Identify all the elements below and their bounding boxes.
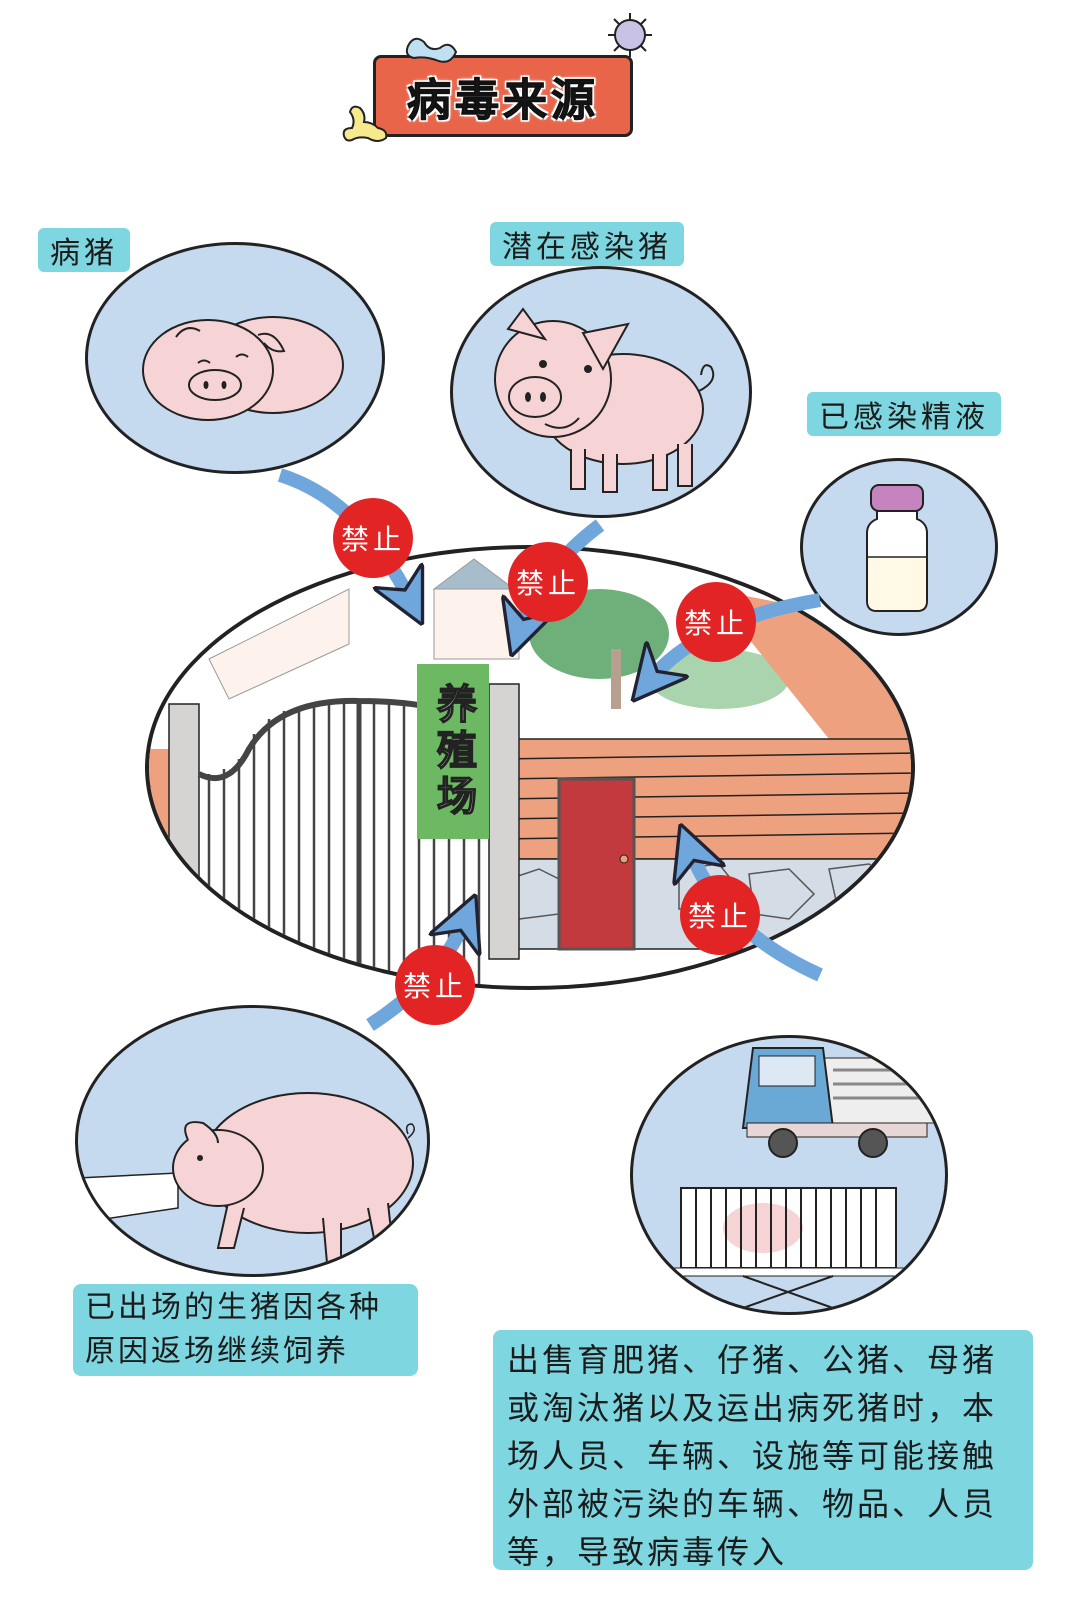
label-sick-pig: 病猪 xyxy=(38,228,130,272)
ban-badge-latent-pig: 禁止 xyxy=(508,542,588,622)
germ-yellow-icon xyxy=(342,105,388,142)
desc-line: 出售育肥猪、仔猪、公猪、母猪 xyxy=(507,1341,998,1379)
bubble-transport xyxy=(630,1035,948,1315)
ban-text: 禁止 xyxy=(683,607,748,640)
desc-line: 外部被污染的车辆、物品、人员 xyxy=(507,1485,998,1523)
ban-badge-semen: 禁止 xyxy=(676,582,756,662)
bubble-semen xyxy=(800,458,998,636)
bubble-returning-pig xyxy=(75,1005,430,1277)
farm-sign: 养殖场 xyxy=(417,664,489,839)
label-text: 潜在感染猪 xyxy=(502,230,672,265)
standing-pig-icon xyxy=(494,307,715,493)
germ-blue-icon xyxy=(405,37,458,63)
semen-vial-icon xyxy=(866,484,928,612)
label-text: 病猪 xyxy=(50,236,118,271)
sleeping-pig-icon xyxy=(142,316,344,421)
bubble-sick-pig xyxy=(85,242,385,474)
desc-line: 原因返场继续饲养 xyxy=(85,1334,349,1369)
desc-transport: 出售育肥猪、仔猪、公猪、母猪 或淘汰猪以及运出病死猪时，本 场人员、车辆、设施等… xyxy=(493,1330,1033,1571)
ban-badge-transport: 禁止 xyxy=(680,875,760,955)
ban-text: 禁止 xyxy=(687,900,752,933)
ban-badge-returning-pig: 禁止 xyxy=(395,945,475,1025)
label-latent-pig: 潜在感染猪 xyxy=(490,222,684,266)
desc-line: 等，导致病毒传入 xyxy=(507,1533,788,1571)
label-text: 已感染精液 xyxy=(819,400,989,435)
desc-line: 已出场的生猪因各种 xyxy=(85,1290,382,1325)
ban-badge-sick-pig: 禁止 xyxy=(333,498,413,578)
title-banner: 病毒来源 xyxy=(373,55,633,137)
truck-cage-icon xyxy=(672,1047,945,1309)
germ-purple-icon xyxy=(608,13,652,57)
desc-returning-pig: 已出场的生猪因各种 原因返场继续饲养 xyxy=(73,1284,418,1376)
ban-text: 禁止 xyxy=(340,523,405,556)
bubble-latent-pig xyxy=(450,266,752,518)
ban-text: 禁止 xyxy=(402,970,467,1003)
ban-text: 禁止 xyxy=(515,567,580,600)
eating-pig-icon xyxy=(78,1092,415,1264)
desc-line: 或淘汰猪以及运出病死猪时，本 xyxy=(507,1389,998,1427)
label-semen: 已感染精液 xyxy=(807,392,1001,436)
desc-line: 场人员、车辆、设施等可能接触 xyxy=(507,1437,998,1475)
page-title: 病毒来源 xyxy=(407,75,599,127)
farm-sign-text: 养殖场 xyxy=(429,682,477,822)
